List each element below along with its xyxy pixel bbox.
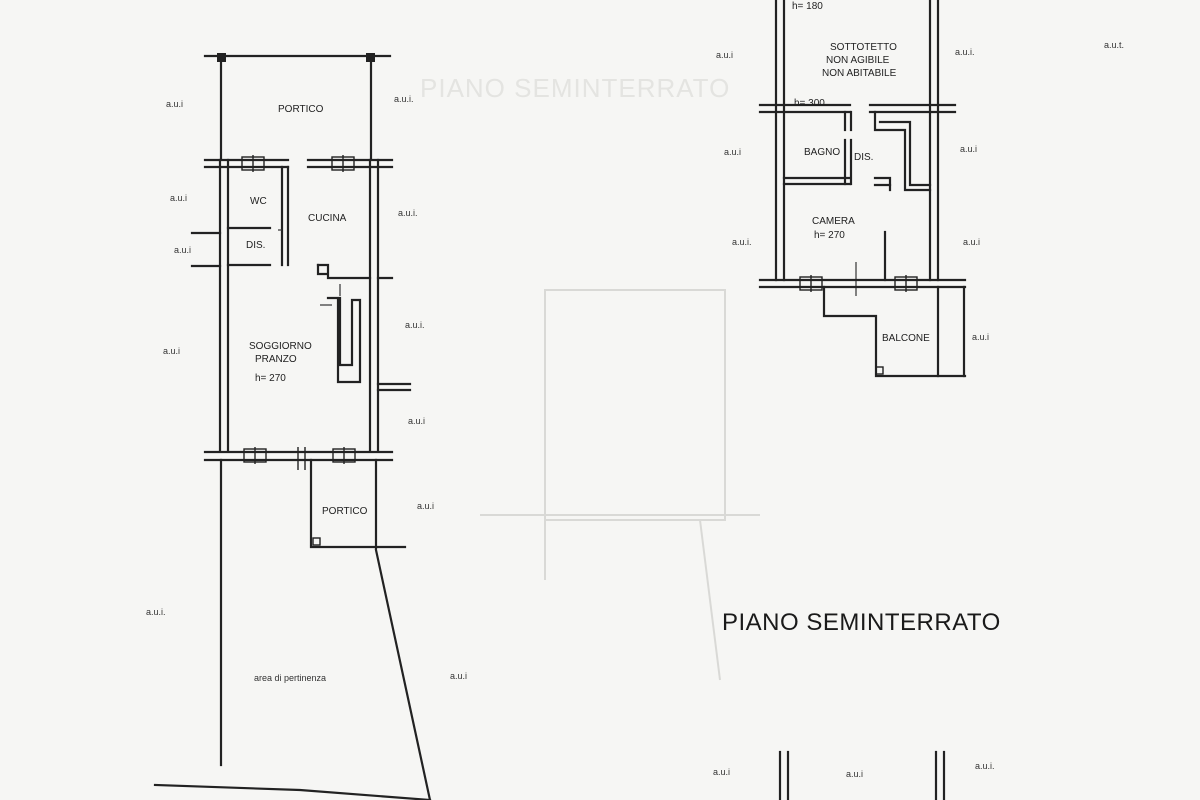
aui-label: a.u.i. bbox=[975, 761, 995, 771]
aui-label: a.u.t. bbox=[1104, 40, 1124, 50]
aui-label: a.u.i bbox=[163, 346, 180, 356]
aui-label: a.u.i bbox=[166, 99, 183, 109]
room-portico-top: PORTICO bbox=[278, 104, 324, 115]
aui-label: a.u.i bbox=[724, 147, 741, 157]
height-mid: h= 300 bbox=[794, 98, 825, 109]
aui-label: a.u.i bbox=[963, 237, 980, 247]
area-pertinenza-label: area di pertinenza bbox=[254, 673, 326, 683]
right-floor-plan: h= 180 SOTTOTETTO NON AGIBILE NON ABITAB… bbox=[758, 0, 967, 800]
left-floor-plan: PORTICO WC DIS. CUCINA SOGGIORNO PRANZO … bbox=[153, 53, 432, 800]
aui-label: a.u.i. bbox=[732, 237, 752, 247]
room-dis-left: DIS. bbox=[246, 240, 265, 251]
room-camera: CAMERA bbox=[812, 216, 855, 227]
aui-label: a.u.i bbox=[972, 332, 989, 342]
height-top: h= 180 bbox=[792, 1, 823, 12]
room-sottotetto-line1: SOTTOTETTO bbox=[830, 42, 897, 53]
aui-label: a.u.i bbox=[713, 767, 730, 777]
aui-label: a.u.i. bbox=[394, 94, 414, 104]
room-bagno: BAGNO bbox=[804, 147, 840, 158]
aui-label: a.u.i bbox=[417, 501, 434, 511]
aui-label: a.u.i bbox=[846, 769, 863, 779]
aui-label: a.u.i. bbox=[146, 607, 166, 617]
ghost-drawing: PIANO SEMINTERRATO bbox=[420, 73, 760, 681]
aui-label: a.u.i bbox=[174, 245, 191, 255]
room-soggiorno-height: h= 270 bbox=[255, 373, 286, 384]
room-balcone: BALCONE bbox=[882, 333, 930, 344]
aui-label: a.u.i bbox=[170, 193, 187, 203]
aui-label: a.u.i bbox=[450, 671, 467, 681]
room-camera-height: h= 270 bbox=[814, 230, 845, 241]
aui-label: a.u.i bbox=[716, 50, 733, 60]
room-sottotetto-line2: NON AGIBILE bbox=[826, 55, 890, 66]
aui-label: a.u.i bbox=[960, 144, 977, 154]
aui-label: a.u.i. bbox=[405, 320, 425, 330]
ghost-title: PIANO SEMINTERRATO bbox=[420, 73, 730, 103]
room-soggiorno-line1: SOGGIORNO bbox=[249, 341, 312, 352]
room-wc: WC bbox=[250, 196, 267, 207]
room-sottotetto-line3: NON ABITABILE bbox=[822, 68, 897, 79]
aui-label: a.u.i. bbox=[955, 47, 975, 57]
room-soggiorno-line2: PRANZO bbox=[255, 354, 297, 365]
page-title: PIANO SEMINTERRATO bbox=[722, 609, 1001, 636]
room-cucina: CUCINA bbox=[308, 213, 347, 224]
room-portico-bottom: PORTICO bbox=[322, 506, 368, 517]
aui-labels: a.u.i a.u.i. a.u.i a.u.i. a.u.i a.u.i a.… bbox=[146, 40, 1124, 779]
room-dis-right: DIS. bbox=[854, 152, 873, 163]
aui-label: a.u.i bbox=[408, 416, 425, 426]
aui-label: a.u.i. bbox=[398, 208, 418, 218]
